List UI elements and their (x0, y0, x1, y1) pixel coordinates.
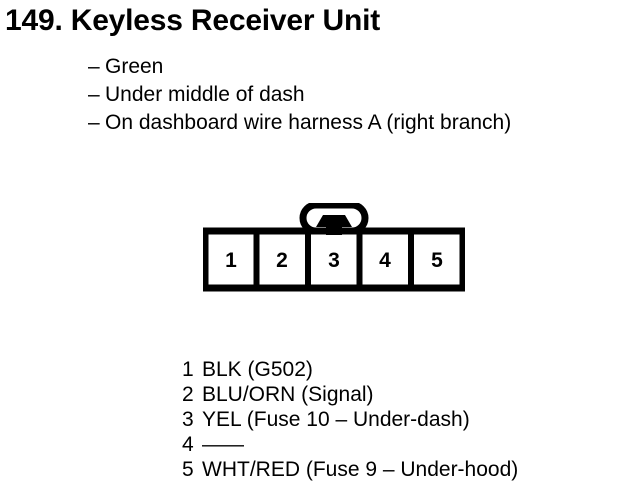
descriptor-item: – Under middle of dash (88, 81, 618, 109)
legend-row: 5 WHT/RED (Fuse 9 – Under-hood) (182, 457, 612, 482)
page-title: 149. Keyless Receiver Unit (5, 4, 381, 37)
pin-number-5: 5 (431, 249, 443, 272)
legend-pin-number: 2 (182, 383, 194, 406)
descriptor-label: Green (105, 55, 164, 78)
legend-row: 2 BLU/ORN (Signal) (182, 382, 612, 407)
legend-pin-description: YEL (Fuse 10 – Under-dash) (202, 408, 470, 431)
en-dash-bullet-icon: – (88, 55, 100, 78)
legend-pin-description: BLK (G502) (202, 358, 313, 381)
cavity-dividers (253, 234, 414, 285)
descriptor-list: – Green – Under middle of dash – On dash… (88, 53, 618, 137)
legend-pin-description: WHT/RED (Fuse 9 – Under-hood) (202, 458, 519, 481)
pin-legend: 1 BLK (G502) 2 BLU/ORN (Signal) 3 YEL (F… (182, 357, 612, 482)
pin-number-3: 3 (328, 249, 340, 272)
descriptor-label: On dashboard wire harness A (right branc… (105, 111, 512, 134)
legend-pin-number: 1 (182, 358, 194, 381)
connector-shell (203, 227, 465, 292)
legend-row: 3 YEL (Fuse 10 – Under-dash) (182, 407, 612, 432)
legend-pin-description: BLU/ORN (Signal) (202, 383, 374, 406)
descriptor-label: Under middle of dash (105, 83, 305, 106)
legend-pin-number: 3 (182, 408, 194, 431)
pin-number-2: 2 (276, 249, 288, 272)
legend-row: 1 BLK (G502) (182, 357, 612, 382)
legend-pin-number: 4 (182, 433, 194, 456)
en-dash-bullet-icon: – (88, 83, 100, 106)
legend-pin-description: —— (202, 433, 244, 456)
legend-row: 4 —— (182, 432, 612, 457)
descriptor-item: – Green (88, 53, 618, 81)
pin-number-4: 4 (379, 249, 391, 272)
connector-diagram: 1 2 3 4 5 (203, 203, 465, 293)
legend-pin-number: 5 (182, 458, 194, 481)
en-dash-bullet-icon: – (88, 111, 100, 134)
pin-number-1: 1 (225, 249, 237, 272)
descriptor-item: – On dashboard wire harness A (right bra… (88, 109, 618, 137)
